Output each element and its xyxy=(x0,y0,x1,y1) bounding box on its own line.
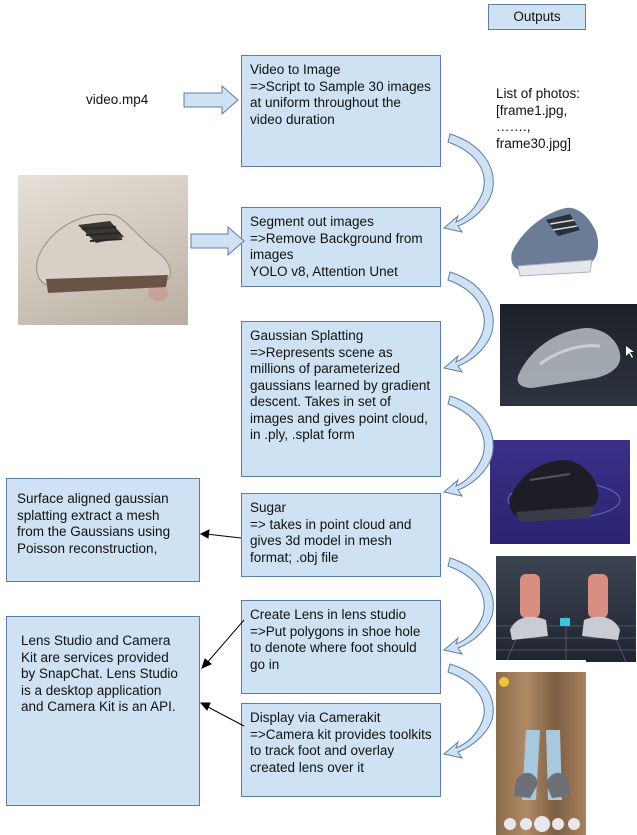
sugar-note: Surface aligned gaussian splatting extra… xyxy=(6,478,200,582)
lens-studio-output xyxy=(496,556,636,662)
curved-arrow-2 xyxy=(442,271,494,373)
outputs-header: Outputs xyxy=(488,4,586,30)
input-shoe-photo xyxy=(18,175,188,325)
curved-arrow-5 xyxy=(442,663,494,759)
curved-arrow-4 xyxy=(442,557,494,655)
gaussian-splat-output xyxy=(500,304,637,406)
lens-note-connector-2 xyxy=(205,705,245,727)
video-to-step-arrow xyxy=(183,84,239,116)
step-create-lens: Create Lens in lens studio =>Put polygon… xyxy=(241,600,441,694)
step-gaussian-splatting: Gaussian Splatting =>Represents scene as… xyxy=(241,321,441,477)
step-video-to-image: Video to Image =>Script to Sample 30 ima… xyxy=(241,55,441,167)
camerakit-phone-output xyxy=(496,660,586,835)
lens-note-connector-1 xyxy=(205,619,245,665)
step-display-camerakit: Display via Camerakit =>Camera kit provi… xyxy=(241,703,441,797)
sugar-note-connector xyxy=(205,533,242,539)
point-cloud-output xyxy=(490,440,630,544)
segmented-shoe-output xyxy=(500,190,610,284)
step-segment-images: Segment out images =>Remove Background f… xyxy=(241,207,441,287)
video-input-label: video.mp4 xyxy=(86,92,149,107)
lens-studio-note: Lens Studio and Camera Kit are services … xyxy=(6,616,200,806)
step-sugar: Sugar => takes in point cloud and gives … xyxy=(241,493,441,577)
curved-arrow-1 xyxy=(442,133,494,233)
photo-to-segment-arrow xyxy=(190,225,245,257)
photo-list-output: List of photos: [frame1.jpg, ……., frame3… xyxy=(496,86,581,151)
curved-arrow-3 xyxy=(442,395,494,497)
